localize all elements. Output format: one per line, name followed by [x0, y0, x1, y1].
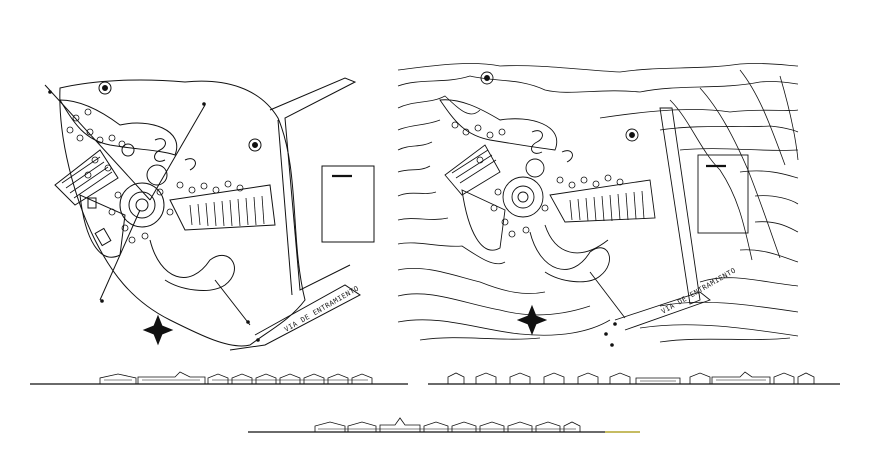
node-top-right	[480, 71, 494, 85]
wing-south-right	[461, 189, 506, 251]
north-arrow-right	[516, 304, 548, 336]
elevation-right	[428, 371, 840, 385]
parking-stripes-left	[61, 156, 265, 227]
legend-box-right	[697, 154, 749, 234]
central-plaza-left	[119, 182, 165, 228]
contour-lines	[397, 63, 799, 343]
central-plaza-right	[502, 176, 544, 218]
node-top-left	[98, 81, 112, 95]
wing-south-left	[79, 194, 126, 258]
site-boundary-left	[59, 79, 306, 347]
road-label-right: VIA DE ENTRAMIENTO	[660, 266, 737, 315]
loop-road-right	[529, 231, 610, 283]
site-plan-right	[397, 63, 799, 347]
road-label-left: VIA DE ENTRAMIENTO	[283, 284, 360, 333]
node-right-right	[625, 128, 639, 142]
trees-right	[451, 121, 624, 238]
wing-north-left	[59, 99, 178, 156]
legend-box-left	[321, 165, 375, 243]
wing-west-right	[444, 144, 501, 196]
wing-north-right	[439, 99, 558, 151]
node-right-left	[248, 138, 262, 152]
access-road-left	[269, 77, 357, 291]
elevation-bottom	[248, 417, 640, 433]
loop-road-left	[149, 239, 235, 291]
trees-left	[66, 108, 244, 244]
wing-east-left	[169, 184, 276, 231]
access-road-right	[659, 107, 701, 305]
wing-east-right	[549, 179, 656, 223]
north-arrow-left	[142, 314, 174, 346]
wing-west-left	[54, 149, 119, 206]
elevation-left	[30, 371, 408, 385]
site-plan-left	[44, 77, 375, 351]
